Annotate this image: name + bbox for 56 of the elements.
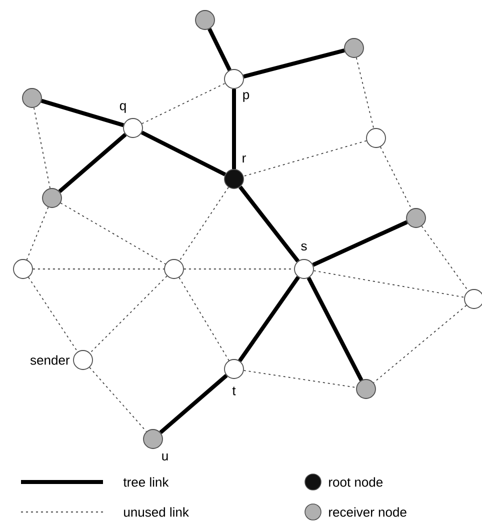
network-node bbox=[123, 118, 143, 138]
tree-link bbox=[238, 186, 300, 262]
unused-link bbox=[142, 82, 226, 124]
unused-link bbox=[356, 57, 374, 129]
tree-link bbox=[306, 276, 364, 382]
unused-link bbox=[60, 202, 166, 264]
network-node bbox=[143, 429, 163, 449]
network-node bbox=[42, 188, 62, 208]
network-node bbox=[22, 88, 42, 108]
network-node bbox=[195, 10, 215, 30]
unused-link bbox=[380, 146, 412, 210]
node-label: s bbox=[301, 243, 307, 251]
unused-link bbox=[89, 367, 147, 432]
node-label: t bbox=[232, 386, 236, 396]
node-label: q bbox=[120, 103, 126, 113]
network-node bbox=[294, 259, 314, 279]
network-node bbox=[366, 128, 386, 148]
unused-link bbox=[373, 304, 467, 384]
legend-label: tree link bbox=[123, 477, 169, 487]
unused-link bbox=[34, 107, 50, 189]
node-label: sender bbox=[30, 355, 70, 365]
node-label: p bbox=[243, 92, 250, 102]
legend-label: unused link bbox=[124, 507, 189, 517]
tree-link bbox=[140, 130, 226, 176]
network-node bbox=[344, 38, 364, 58]
legend-label: root node bbox=[329, 477, 383, 487]
tree-link bbox=[312, 220, 408, 267]
network-node bbox=[356, 379, 376, 399]
network-node bbox=[164, 259, 184, 279]
unused-link bbox=[421, 226, 469, 292]
tree-link bbox=[159, 374, 228, 434]
tree-link bbox=[243, 48, 345, 78]
legend-label: receiver node bbox=[329, 507, 406, 517]
unused-link bbox=[90, 276, 168, 354]
network-node bbox=[224, 359, 244, 379]
tree-link bbox=[40, 98, 124, 128]
unused-link bbox=[179, 186, 229, 262]
network-node bbox=[224, 169, 244, 189]
tree-link bbox=[232, 88, 236, 170]
unused-link bbox=[243, 140, 367, 177]
tree-link bbox=[238, 276, 300, 362]
unused-link bbox=[26, 206, 49, 260]
network-node bbox=[13, 259, 33, 279]
unused-link bbox=[32, 268, 164, 270]
node-label: r bbox=[242, 156, 246, 162]
tree-link bbox=[58, 132, 127, 193]
unused-link bbox=[178, 277, 230, 361]
network-node bbox=[73, 350, 93, 370]
network-node bbox=[464, 289, 482, 309]
network-node bbox=[224, 69, 244, 89]
node-label: u bbox=[162, 454, 168, 460]
unused-link bbox=[243, 370, 357, 388]
network-node bbox=[406, 208, 426, 228]
unused-link bbox=[313, 270, 465, 298]
unused-link bbox=[28, 276, 78, 352]
tree-link bbox=[208, 28, 232, 71]
